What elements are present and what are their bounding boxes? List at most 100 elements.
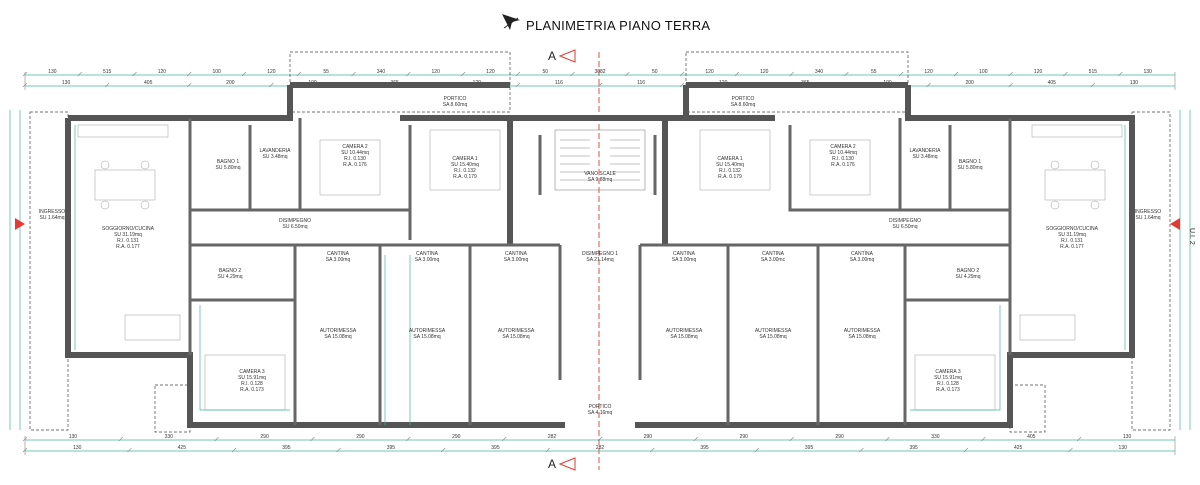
entrance-marker-right-icon bbox=[1170, 218, 1180, 230]
room-label-line: SU 10.44mq bbox=[829, 150, 857, 156]
dimension-tick bbox=[406, 436, 411, 442]
room-label-line: PORTICO bbox=[732, 96, 755, 102]
dimension-label: 395 bbox=[805, 445, 814, 451]
room-label-line: CAMERA 2 bbox=[342, 144, 368, 150]
dimension-tick bbox=[1076, 436, 1082, 442]
dimension-tick bbox=[406, 71, 411, 77]
dimension-tick bbox=[187, 71, 192, 77]
room-label-line: SA 15.08mq bbox=[413, 334, 440, 340]
dimension-tick bbox=[127, 447, 132, 453]
dimension-tick bbox=[679, 82, 685, 88]
dimension-tick bbox=[981, 436, 986, 442]
room-label-line: SA 15.08mq bbox=[324, 334, 351, 340]
room-label-line: R.A. 0.173 bbox=[240, 387, 264, 393]
room-label-line: R.I. 0.130 bbox=[832, 156, 854, 162]
dimension-tick bbox=[926, 82, 931, 88]
dimension-label: 130 bbox=[69, 434, 78, 440]
room-label-line: SU 1.64mq bbox=[1135, 215, 1160, 221]
room-label-line: DISIMPEGNO 1 bbox=[582, 251, 618, 257]
dimension-label: 290 bbox=[740, 434, 749, 440]
dimension-lines-bottom bbox=[24, 436, 1176, 455]
room-label-line: SU 3.48mq bbox=[912, 154, 937, 160]
dimension-tick bbox=[241, 71, 247, 77]
dimension-tick bbox=[734, 71, 740, 77]
room-label-line: SOGGIORNO/CUCINA bbox=[102, 226, 155, 232]
room-label-line: SU 5.80mq bbox=[957, 165, 982, 171]
dimension-label: 130 bbox=[73, 445, 82, 451]
dimension-label: 282 bbox=[596, 445, 605, 451]
dimension-label: 340 bbox=[377, 69, 386, 75]
room-label-line: R.I. 0.131 bbox=[1061, 238, 1083, 244]
dimension-tick bbox=[885, 436, 890, 442]
dimension-tick bbox=[570, 71, 575, 77]
room-label-line: SU 15.40mq bbox=[451, 162, 479, 168]
dimension-lines-side bbox=[9, 110, 1191, 430]
dimension-label: 405 bbox=[1027, 434, 1036, 440]
dimension-label: 395 bbox=[387, 445, 396, 451]
room-label-line: SA 3.00mq bbox=[850, 257, 875, 263]
room-label-line: R.I. 0.128 bbox=[937, 381, 959, 387]
room-label-line: SU 31.19mq bbox=[114, 232, 142, 238]
room-label-line: CAMERA 1 bbox=[452, 156, 478, 162]
room-label-line: DISIMPEGNO bbox=[889, 218, 921, 224]
dimension-tick bbox=[693, 436, 699, 442]
room-label-line: SU 6.50mq bbox=[282, 224, 307, 230]
room-label-line: AUTORIMESSA bbox=[498, 328, 535, 334]
dimension-label: 395 bbox=[909, 445, 918, 451]
dimension-tick bbox=[545, 447, 550, 453]
dimension-tick bbox=[597, 82, 603, 88]
dimension-label: 100 bbox=[212, 69, 221, 75]
room-label-line: R.A. 0.176 bbox=[831, 162, 855, 168]
room-label-line: AUTORIMESSA bbox=[844, 328, 881, 334]
dimension-label: 116 bbox=[637, 80, 645, 86]
room-label-line: CAMERA 1 bbox=[717, 156, 743, 162]
dimension-label: 200 bbox=[965, 80, 974, 86]
room-label-line: SA 3.00mc bbox=[761, 257, 786, 263]
walls bbox=[65, 82, 1135, 428]
room-label-line: CAMERA 2 bbox=[830, 144, 856, 150]
room-label-line: LAVANDERIA bbox=[260, 148, 292, 154]
section-marker-bottom: A bbox=[548, 457, 576, 471]
dimension-label: 395 bbox=[282, 445, 291, 451]
portico-outlines bbox=[29, 51, 1171, 433]
section-marker-top: A bbox=[548, 49, 576, 63]
room-label-line: AUTORIMESSA bbox=[320, 328, 357, 334]
dimension-tick bbox=[789, 436, 794, 442]
dimension-tick bbox=[1090, 82, 1096, 88]
dimension-label: 100 bbox=[979, 69, 988, 75]
dimension-tick bbox=[77, 71, 82, 77]
room-label-line: SA 3.00mq bbox=[415, 257, 440, 263]
room-label-line: SA 3.00mq bbox=[504, 257, 529, 263]
dimension-label: 120 bbox=[1034, 69, 1043, 75]
room-label-line: R.A. 0.179 bbox=[718, 174, 742, 180]
dimension-tick bbox=[625, 71, 630, 77]
room-label-line: SA 21.14mq bbox=[586, 257, 613, 263]
room-label-line: R.I. 0.131 bbox=[117, 238, 139, 244]
dimension-label: 120 bbox=[432, 69, 441, 75]
room-label-line: BAGNO 1 bbox=[217, 159, 239, 165]
dimension-label: 330 bbox=[165, 434, 174, 440]
section-marker-top-label: A bbox=[548, 49, 556, 63]
dimension-tick bbox=[650, 447, 655, 453]
room-label-line: R.I. 0.128 bbox=[241, 381, 263, 387]
section-marker-bottom-label: A bbox=[548, 457, 556, 471]
plan-title: PLANIMETRIA PIANO TERRA bbox=[526, 18, 710, 33]
room-label-line: SU 4.29mq bbox=[955, 274, 980, 280]
dimension-tick bbox=[1008, 71, 1013, 77]
room-label-line: SU 15.91mq bbox=[238, 375, 266, 381]
